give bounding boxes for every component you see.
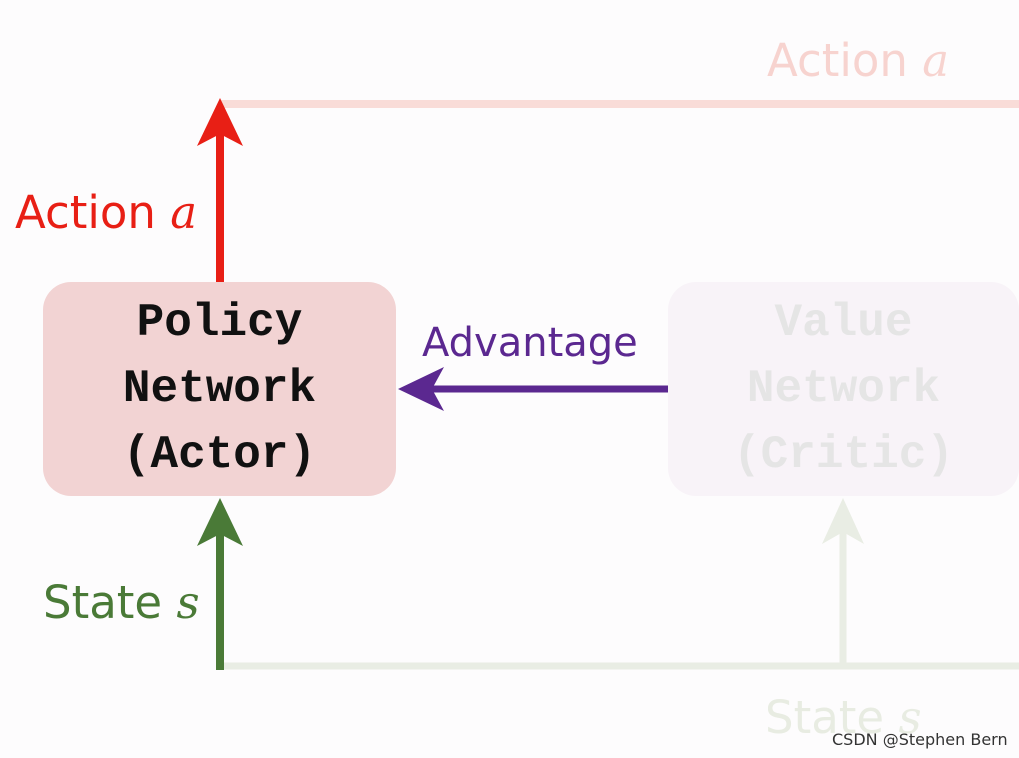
state-label: State s — [43, 576, 200, 629]
state-arrow-faded-up-icon — [822, 498, 864, 544]
action-label-faded-word: Action — [767, 34, 908, 87]
policy-network-line3: (Actor) — [122, 429, 317, 481]
value-network-line3: (Critic) — [733, 429, 954, 481]
state-label-faded-symbol: s — [898, 691, 922, 744]
value-network-box: Value Network (Critic) — [668, 282, 1019, 496]
action-label: Action a — [15, 186, 197, 239]
state-label-word: State — [43, 576, 163, 629]
state-arrow-up-icon — [197, 498, 243, 546]
state-label-faded-word: State — [765, 691, 885, 744]
value-network-line2: Network — [746, 363, 941, 415]
advantage-label: Advantage — [422, 320, 638, 366]
advantage-arrow-left-icon — [398, 367, 444, 411]
state-label-faded: State s — [765, 691, 922, 744]
action-label-faded-symbol: a — [922, 34, 950, 87]
watermark: CSDN @Stephen Bern — [832, 730, 1008, 749]
policy-network-box: Policy Network (Actor) — [43, 282, 396, 496]
action-label-symbol: a — [170, 186, 198, 239]
policy-network-line1: Policy — [136, 297, 303, 349]
action-arrow-up-icon — [197, 98, 243, 146]
action-label-faded: Action a — [767, 34, 949, 87]
action-label-word: Action — [15, 186, 156, 239]
value-network-line1: Value — [774, 297, 913, 349]
state-label-symbol: s — [176, 576, 200, 629]
policy-network-line2: Network — [122, 363, 317, 415]
